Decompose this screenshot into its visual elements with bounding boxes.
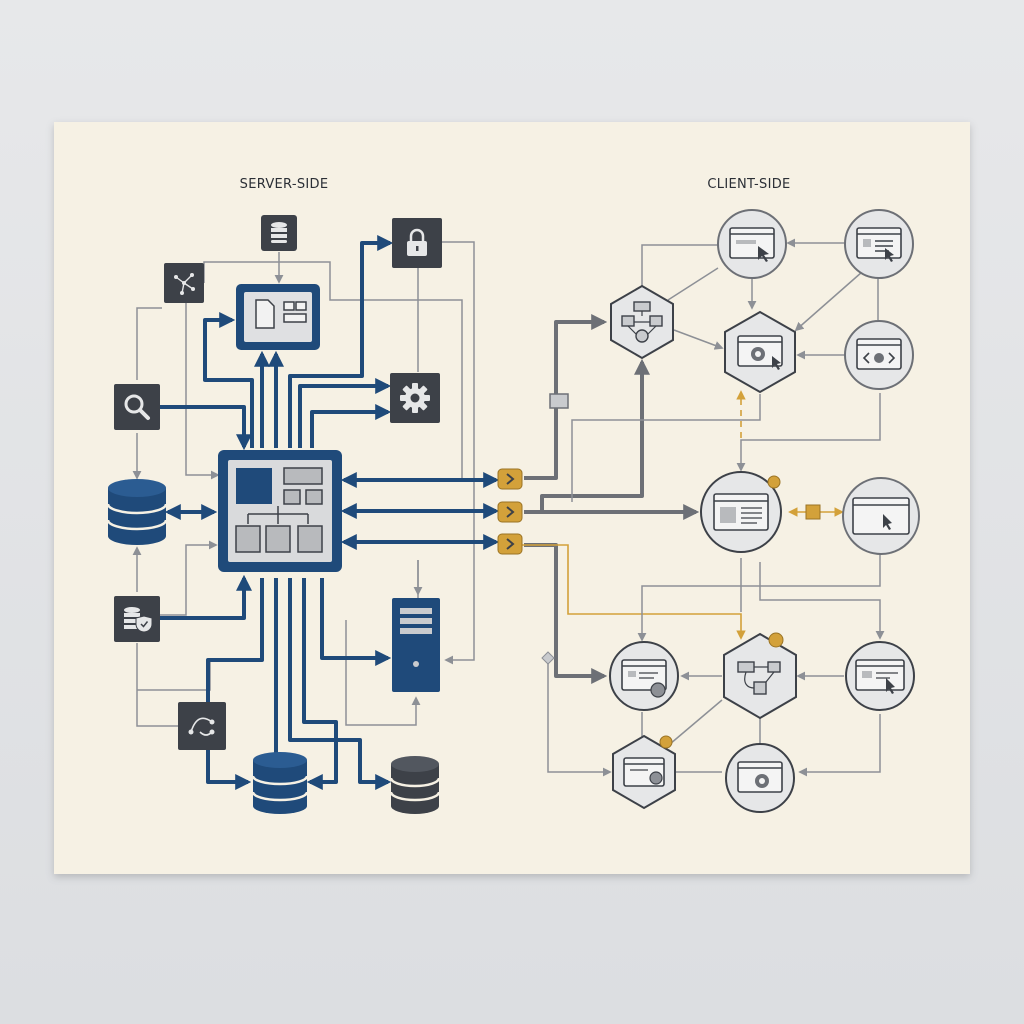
document-panel-icon xyxy=(236,284,320,350)
paper-sheet xyxy=(54,122,970,874)
browser-panel-icon xyxy=(700,471,782,553)
amber-port-markers xyxy=(497,468,523,555)
server-side-label: SERVER-SIDE xyxy=(240,177,329,192)
browser-widget-icon xyxy=(612,734,676,810)
browser-gear-icon xyxy=(725,743,795,813)
gear-icon xyxy=(390,373,440,423)
database-icon xyxy=(261,215,297,251)
server-navy-connectors xyxy=(160,235,500,790)
chevron-right-icon xyxy=(497,501,523,523)
relay-square xyxy=(549,393,569,409)
central-hub-node xyxy=(218,450,342,572)
search-icon[interactable] xyxy=(114,384,160,430)
browser-list-icon xyxy=(844,209,914,279)
junction-diamond xyxy=(541,651,555,665)
rack-server-icon xyxy=(392,598,440,692)
browser-code-icon xyxy=(844,320,914,390)
chevron-right-icon xyxy=(497,533,523,555)
lock-icon xyxy=(392,218,442,268)
chevron-right-icon xyxy=(497,468,523,490)
database-icon xyxy=(251,752,309,814)
browser-cursor-icon xyxy=(845,641,915,711)
amber-relay-square xyxy=(805,504,821,520)
flowchart-icon xyxy=(723,632,797,720)
browser-gear-icon xyxy=(724,310,796,394)
browser-cursor-icon xyxy=(717,209,787,279)
graph-icon xyxy=(164,263,204,303)
flowchart-icon xyxy=(610,284,674,360)
database-icon xyxy=(389,756,441,814)
shield-database-icon xyxy=(114,596,160,642)
client-thin-connectors xyxy=(547,238,885,777)
client-side-label: CLIENT-SIDE xyxy=(707,177,790,192)
browser-widget-icon xyxy=(609,641,679,711)
flow-icon xyxy=(178,702,226,750)
database-icon xyxy=(106,479,168,545)
browser-cursor-icon xyxy=(842,477,920,555)
